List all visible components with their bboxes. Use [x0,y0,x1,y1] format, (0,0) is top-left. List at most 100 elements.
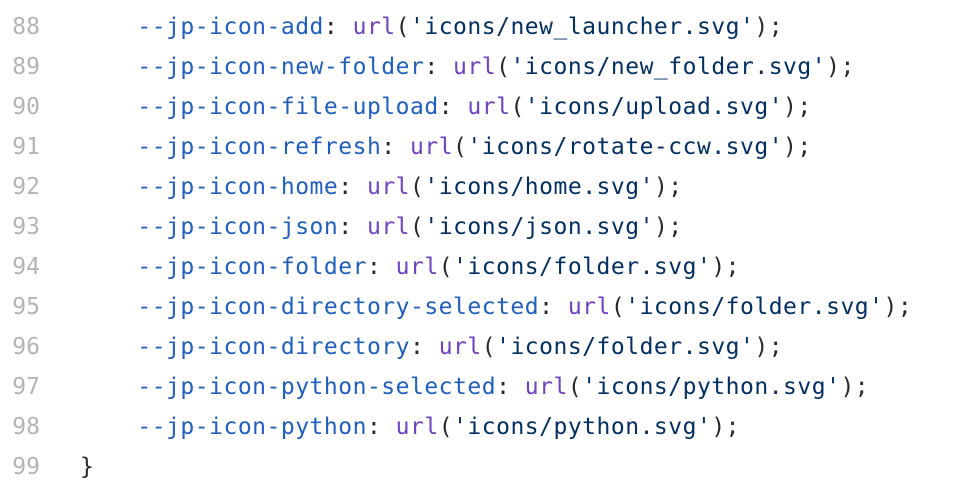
open-paren: ( [510,94,525,120]
css-property-name: --jp-icon-new-folder [137,54,425,80]
css-property-name: --jp-icon-file-upload [137,94,439,120]
css-property-name: --jp-icon-json [137,214,339,240]
code-line: 96 --jp-icon-directory: url('icons/folde… [0,327,970,367]
indent [80,374,137,400]
css-property-name: --jp-icon-folder [137,254,367,280]
line-number: 87 [0,0,40,7]
url-function: url [395,254,439,280]
close-paren: ); [754,334,784,360]
colon: : [323,14,353,40]
colon: : [338,214,367,240]
string-value: 'icons/home.svg' [424,174,654,200]
close-paren: ); [653,214,683,240]
close-paren: ); [840,374,870,400]
line-source: --jp-icon-python: url('icons/python.svg'… [80,407,740,447]
code-line: 88 --jp-icon-add: url('icons/new_launche… [0,7,970,47]
colon: : [410,334,439,360]
line-source: --jp-icon-file-upload: url('icons/upload… [80,87,812,127]
close-paren: ); [826,54,855,80]
line-source: --jp-icon-add: url('icons/new_launcher.s… [80,7,783,47]
indent [80,294,137,320]
url-function: url [410,134,454,160]
line-source: --jp-icon-folder: url('icons/folder.svg'… [80,247,740,287]
line-number: 92 [12,174,40,200]
colon: : [338,174,367,200]
colon: : [424,54,454,80]
url-function: url [453,54,497,80]
line-number: 90 [12,94,40,120]
code-line: 98 --jp-icon-python: url('icons/python.s… [0,407,970,447]
string-value: 'icons/folder.svg' [496,334,755,360]
open-paren: ( [438,254,454,280]
string-value: 'icons/new_folder.svg' [510,54,827,80]
colon: : [366,254,396,280]
code-line: 93 --jp-icon-json: url('icons/json.svg')… [0,207,970,247]
open-paren: ( [481,334,497,360]
indent [80,334,137,360]
string-value: 'icons/rotate-ccw.svg' [467,134,784,160]
close-paren: ); [883,294,913,320]
code-line: 95 --jp-icon-directory-selected: url('ic… [0,287,970,327]
line-number: 98 [12,414,40,440]
line-source: --jp-icon-directory: url('icons/folder.s… [80,327,783,367]
line-number: 88 [12,14,40,40]
string-value: 'icons/folder.svg' [625,294,884,320]
code-line: 92 --jp-icon-home: url('icons/home.svg')… [0,167,970,207]
open-paren: ( [496,54,511,80]
css-property-name: --jp-icon-refresh [137,134,382,160]
string-value: 'icons/new_launcher.svg' [410,14,755,40]
open-paren: ( [610,294,626,320]
colon: : [381,134,410,160]
string-value: 'icons/python.svg' [582,374,841,400]
close-paren: ); [711,414,741,440]
line-number: 99 [12,454,40,480]
line-number: 96 [12,334,40,360]
string-value: 'icons/python.svg' [453,414,712,440]
css-property-name: --jp-icon-python [137,414,367,440]
indent [80,134,137,160]
line-number: 93 [12,214,40,240]
indent [80,214,137,240]
line-source: --jp-icon-refresh: url('icons/rotate-ccw… [80,127,812,167]
close-paren: ); [754,14,784,40]
code-line: 91 --jp-icon-refresh: url('icons/rotate-… [0,127,970,167]
indent [80,254,137,280]
url-function: url [352,14,396,40]
colon: : [366,414,396,440]
indent [80,414,137,440]
css-property-name: --jp-icon-python-selected [137,374,497,400]
code-line: 99} [0,447,970,487]
url-function: url [467,94,511,120]
closing-brace: } [80,454,95,480]
css-property-name: --jp-icon-home [137,174,339,200]
open-paren: ( [567,374,583,400]
line-source: --jp-icon-json: url('icons/json.svg'); [80,207,683,247]
code-line: 87 --jp-icon-...: url('icons/...svg'); [0,0,970,7]
colon: : [539,294,568,320]
line-number: 95 [12,294,40,320]
code-line: 94 --jp-icon-folder: url('icons/folder.s… [0,247,970,287]
line-source: --jp-icon-python-selected: url('icons/py… [80,367,869,407]
open-paren: ( [438,414,454,440]
url-function: url [366,214,411,240]
indent [80,94,137,120]
close-paren: ); [711,254,741,280]
string-value: 'icons/upload.svg' [524,94,784,120]
indent [80,54,137,80]
colon: : [496,374,525,400]
line-number: 94 [12,254,40,280]
close-paren: ); [783,94,812,120]
css-property-name: --jp-icon-directory-selected [137,294,540,320]
code-line: 97 --jp-icon-python-selected: url('icons… [0,367,970,407]
open-paren: ( [453,134,468,160]
open-paren: ( [395,14,411,40]
string-value: 'icons/folder.svg' [453,254,712,280]
css-property-name: --jp-icon-directory [137,334,410,360]
url-function: url [438,334,482,360]
line-number: 91 [12,134,40,160]
css-property-name: --jp-icon-add [137,14,324,40]
line-number: 89 [12,54,40,80]
close-paren: ); [783,134,812,160]
url-function: url [366,174,411,200]
url-function: url [395,414,439,440]
